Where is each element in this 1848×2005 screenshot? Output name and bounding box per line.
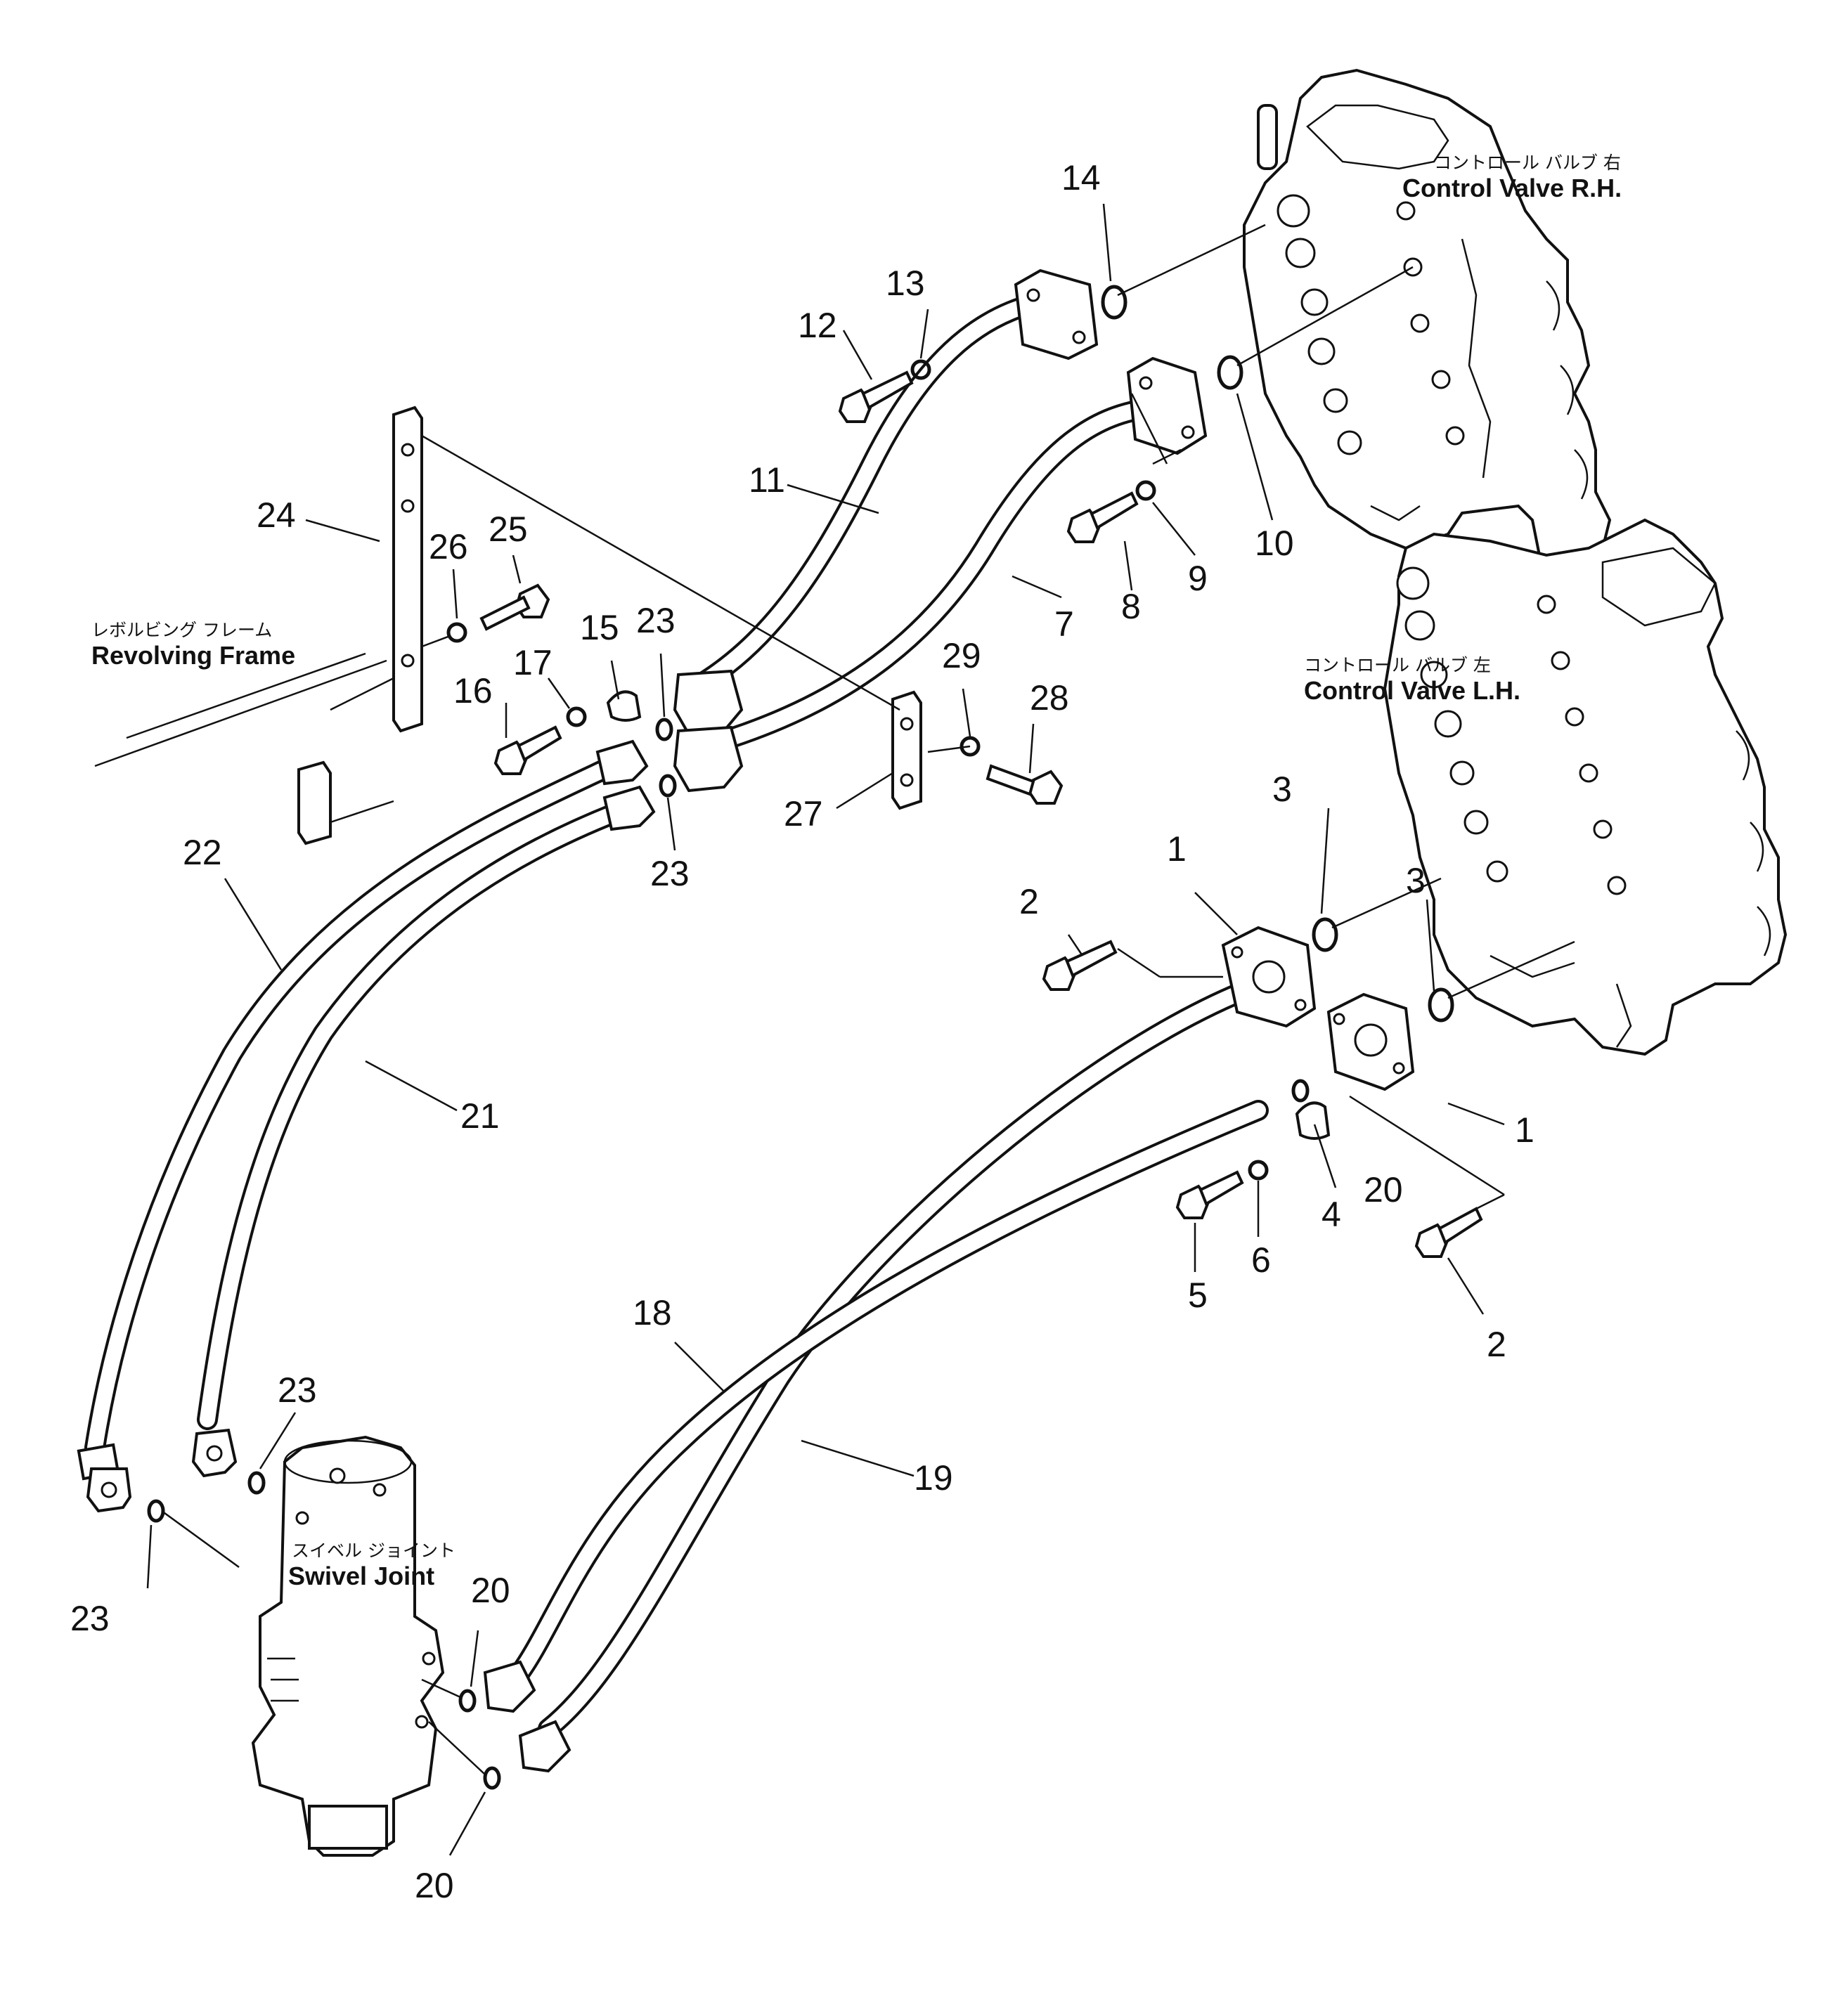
pipe-end-flanges (673, 669, 744, 793)
callout-29: 29 (942, 636, 981, 675)
callout-2-upper: 2 (1019, 882, 1039, 921)
callout-27: 27 (784, 794, 823, 833)
clamp-24 (297, 405, 423, 845)
callout-11: 11 (749, 460, 785, 500)
pipe-11 (682, 268, 1099, 699)
hose-22 (77, 755, 622, 1513)
revolving-frame-caption-en: Revolving Frame (91, 641, 295, 670)
bolts (479, 370, 1483, 1258)
control-valve-lh (1383, 518, 1788, 1056)
callout-pointers (146, 203, 1505, 1856)
control-valve-lh-caption-en: Control Valve L.H. (1304, 676, 1520, 705)
callout-14: 14 (1061, 158, 1101, 197)
callout-21: 21 (460, 1096, 500, 1136)
flange-1-lower (1326, 992, 1415, 1091)
callout-20-upper: 20 (1364, 1170, 1403, 1209)
washer-13 (910, 359, 931, 380)
control-valve-rh-caption-en: Control Valve R.H. (1402, 174, 1622, 202)
callout-23-left: 23 (70, 1599, 110, 1638)
control-valve-rh (1243, 68, 1612, 564)
callout-23-lower: 23 (278, 1370, 317, 1410)
revolving-frame-caption-jp: レボルビング フレーム (91, 620, 272, 640)
control-valve-rh-caption-jp: コントロール バルブ 右 (1434, 153, 1621, 173)
washer-17 (566, 706, 587, 727)
callout-28: 28 (1030, 678, 1069, 718)
callout-4: 4 (1322, 1195, 1341, 1234)
bolt-2-lower (1414, 1207, 1483, 1258)
washer-29 (959, 736, 981, 757)
bolt-28 (986, 764, 1064, 805)
o-ring-3-upper (1312, 917, 1338, 952)
callout-3-lower: 3 (1406, 861, 1426, 900)
hose-19 (518, 980, 1255, 1773)
o-rings (147, 285, 1454, 1790)
callout-20-swivel-upper: 20 (471, 1571, 510, 1610)
callout-6: 6 (1251, 1240, 1271, 1280)
washer-26 (446, 622, 467, 643)
callout-23-mid: 23 (650, 854, 690, 893)
o-ring-20-upper (1291, 1079, 1310, 1103)
washer-6 (1248, 1160, 1269, 1181)
bolt-12 (838, 370, 914, 423)
o-ring-23-top (655, 718, 673, 741)
callout-25: 25 (489, 510, 528, 549)
bolt-2-upper (1042, 940, 1118, 991)
hose-18 (483, 1100, 1269, 1713)
split-flanges (606, 690, 1331, 1140)
callout-18: 18 (633, 1293, 672, 1332)
callout-8: 8 (1121, 587, 1141, 626)
leader-lines (94, 223, 1575, 1775)
o-ring-3-lower (1428, 987, 1454, 1023)
pipe-7 (710, 356, 1208, 752)
o-ring-10 (1217, 355, 1243, 390)
swivel-joint (251, 1435, 445, 1857)
swivel-joint-caption-en: Swivel Joint (288, 1562, 434, 1590)
callout-23-top: 23 (636, 601, 676, 640)
captions: コントロール バルブ 右 Control Valve R.H. コントロール バ… (91, 153, 1622, 1590)
callout-24: 24 (257, 495, 296, 535)
bolt-5 (1175, 1170, 1244, 1219)
o-ring-20-swivel-b (483, 1766, 501, 1790)
o-ring-14 (1101, 285, 1127, 320)
control-valve-lh-caption-jp: コントロール バルブ 左 (1304, 655, 1491, 675)
hose-21 (191, 801, 629, 1478)
callout-10: 10 (1255, 524, 1294, 563)
callout-13: 13 (886, 264, 925, 303)
o-ring-23-mid (659, 774, 677, 798)
clamp-27 (891, 690, 922, 810)
callout-5: 5 (1188, 1276, 1208, 1315)
callout-22: 22 (183, 833, 222, 872)
callout-17: 17 (513, 643, 553, 682)
callout-26: 26 (429, 527, 468, 566)
bolt-25 (479, 583, 550, 631)
o-ring-23-left (147, 1499, 165, 1523)
callout-1-upper: 1 (1167, 829, 1187, 869)
callout-19: 19 (914, 1458, 953, 1498)
callout-3-upper: 3 (1272, 770, 1292, 809)
callout-9: 9 (1188, 559, 1208, 598)
washers (446, 359, 1269, 1181)
callout-16: 16 (453, 671, 493, 710)
flange-1-upper (1221, 926, 1317, 1028)
o-ring-23-lower (247, 1471, 266, 1495)
o-ring-20-swivel-a (458, 1689, 477, 1713)
callout-20-swivel-lower: 20 (415, 1866, 454, 1905)
bolt-8 (1066, 491, 1139, 543)
bolt-16 (493, 725, 562, 775)
hose-upper-fittings (595, 739, 656, 831)
callout-15: 15 (580, 608, 619, 647)
callout-2-lower: 2 (1487, 1325, 1506, 1364)
swivel-joint-caption-jp: スイベル ジョイント (292, 1540, 455, 1561)
callout-7: 7 (1054, 604, 1074, 644)
callout-12: 12 (798, 306, 837, 345)
washer-9 (1135, 480, 1156, 501)
callout-1-lower: 1 (1515, 1110, 1534, 1150)
callout-numbers: 1 1 2 2 3 3 4 5 6 7 8 9 10 11 12 13 14 1… (70, 158, 1534, 1905)
